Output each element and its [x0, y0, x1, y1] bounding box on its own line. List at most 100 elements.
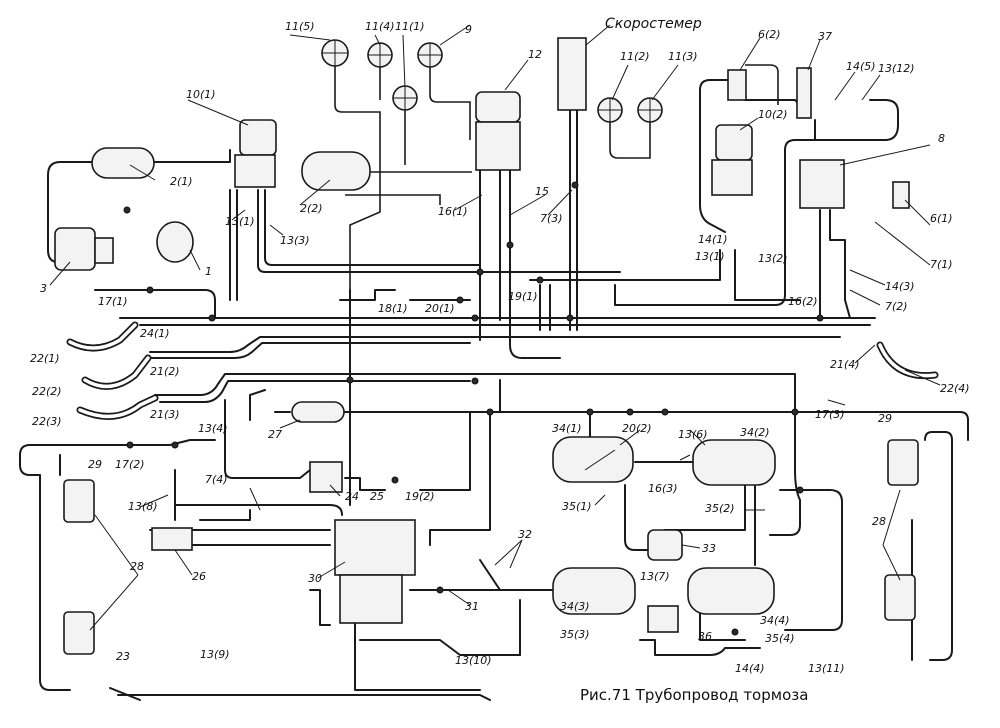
label-23: 23 [116, 650, 130, 663]
label-28-right: 28 [872, 515, 886, 528]
label-6-1: 6(1) [930, 212, 953, 225]
components [54, 37, 919, 701]
label-10-1: 10(1) [186, 88, 216, 101]
label-9: 9 [465, 23, 472, 36]
label-22-2: 22(2) [32, 385, 62, 398]
filter-33 [647, 529, 683, 561]
label-13-1: 13(1) [695, 250, 725, 263]
gauges [321, 39, 663, 123]
label-17-1: 17(1) [98, 295, 128, 308]
brake-cylinder-28-d [884, 574, 916, 621]
fittings [123, 181, 824, 636]
label-22-4: 22(4) [940, 382, 970, 395]
label-34-2: 34(2) [740, 426, 770, 439]
part-24 [309, 461, 343, 493]
label-12: 12 [528, 48, 542, 61]
label-31: 31 [465, 600, 479, 613]
label-34-1: 34(1) [552, 422, 582, 435]
label-13-2: 13(2) [758, 252, 788, 265]
label-8: 8 [938, 132, 945, 145]
label-36: 36 [698, 630, 712, 643]
label-34-4: 34(4) [760, 614, 790, 627]
label-35-2: 35(2) [705, 502, 735, 515]
label-26: 26 [192, 570, 206, 583]
label-21-4: 21(4) [830, 358, 860, 371]
valve-10-1 [239, 119, 277, 156]
label-11-1: 11(1) [395, 20, 425, 33]
label-21-3: 21(3) [150, 408, 180, 421]
label-6-2: 6(2) [758, 28, 781, 41]
label-21-2: 21(2) [150, 365, 180, 378]
label-24: 24 [345, 490, 359, 503]
label-16-1: 16(1) [438, 205, 468, 218]
hoses [66, 321, 939, 420]
label-37: 37 [818, 30, 832, 43]
label-10-2: 10(2) [758, 108, 788, 121]
label-35-4: 35(4) [765, 632, 795, 645]
label-18-1: 18(1) [378, 302, 408, 315]
label-13-11: 13(11) [808, 662, 845, 675]
label-16-2: 16(2) [788, 295, 818, 308]
figure-caption: Рис.71 Трубопровод тормоза [580, 686, 808, 704]
label-34-3: 34(3) [560, 600, 590, 613]
label-17-3: 17(3) [815, 408, 845, 421]
leader-lines [49, 24, 941, 631]
label-13-1a: 13(1) [225, 215, 255, 228]
label-33: 33 [702, 542, 716, 555]
label-13-10: 13(10) [455, 654, 492, 667]
part-26 [151, 527, 193, 551]
valve-10-2 [715, 124, 753, 161]
label-13-4: 13(4) [198, 422, 228, 435]
valve-6-1 [892, 181, 910, 209]
label-1: 1 [205, 265, 212, 278]
label-14-3: 14(3) [885, 280, 915, 293]
label-7-3: 7(3) [540, 212, 563, 225]
receiver-34-3 [552, 567, 636, 615]
label-22-3: 22(3) [32, 415, 62, 428]
label-2-1: 2(1) [170, 175, 193, 188]
label-17-2: 17(2) [115, 458, 145, 471]
label-11-5: 11(5) [285, 20, 315, 33]
label-11-3: 11(3) [668, 50, 698, 63]
brake-cylinder-28-b [63, 611, 95, 655]
compressor-30 [334, 519, 416, 576]
label-7-4: 7(4) [205, 473, 228, 486]
label-14-5: 14(5) [846, 60, 876, 73]
label-32: 32 [518, 528, 532, 541]
label-7-2: 7(2) [885, 300, 908, 313]
label-15: 15 [535, 185, 549, 198]
label-16-3: 16(3) [648, 482, 678, 495]
label-13-9: 13(9) [200, 648, 230, 661]
receiver-34-4 [687, 567, 775, 615]
label-11-4: 11(4) [365, 20, 395, 33]
part-labels: 11(5) 11(4) 11(1) 9 12 Скоростемер 11(2)… [30, 16, 970, 675]
label-35-3: 35(3) [560, 628, 590, 641]
label-11-2: 11(2) [620, 50, 650, 63]
brake-cylinder-28-c [887, 439, 919, 486]
label-19-1: 19(1) [508, 290, 538, 303]
label-13-8: 13(8) [128, 500, 158, 513]
label-7-1: 7(1) [930, 258, 953, 271]
brake-cylinder-28-a [63, 479, 95, 523]
label-29-left: 29 [88, 458, 102, 471]
label-30: 30 [308, 572, 322, 585]
part-37 [796, 67, 812, 119]
label-13-6: 13(6) [678, 428, 708, 441]
volume-1 [156, 221, 194, 263]
label-20-1: 20(1) [425, 302, 455, 315]
reservoir-27 [291, 401, 345, 423]
label-3: 3 [40, 282, 47, 295]
pipelines [19, 64, 969, 701]
label-14-1: 14(1) [698, 233, 728, 246]
label-13-12: 13(12) [878, 62, 915, 75]
label-14-4: 14(4) [735, 662, 765, 675]
label-19-2: 19(2) [405, 490, 435, 503]
speedometer [557, 37, 587, 111]
label-28-left: 28 [130, 560, 144, 573]
label-2-2: 2(2) [300, 202, 323, 215]
label-25: 25 [370, 490, 384, 503]
part-36 [647, 605, 679, 633]
label-29-right: 29 [878, 412, 892, 425]
label-22-1: 22(1) [30, 352, 60, 365]
